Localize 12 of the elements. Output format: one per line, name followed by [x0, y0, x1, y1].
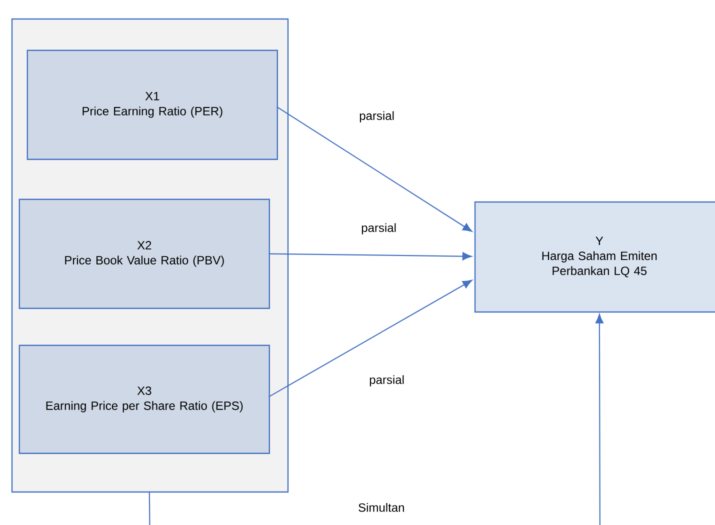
arrow: [268, 252, 472, 260]
variable-box: X3 Earning Price per Share Ratio (EPS): [18, 344, 270, 454]
variable-box: Y Harga Saham Emiten Perbankan LQ 45: [474, 201, 715, 313]
edge-label: Simultan: [358, 503, 404, 512]
edge-label: parsial: [370, 375, 404, 386]
arrow: [276, 106, 472, 232]
variable-box: X1 Price Earning Ratio (PER): [26, 50, 278, 160]
edge-label: parsial: [362, 223, 396, 234]
arrow: [268, 280, 472, 398]
variable-box: X2 Price Book Value Ratio (PBV): [18, 198, 270, 309]
edge-label: parsial: [360, 111, 394, 122]
arrow: [148, 314, 604, 525]
